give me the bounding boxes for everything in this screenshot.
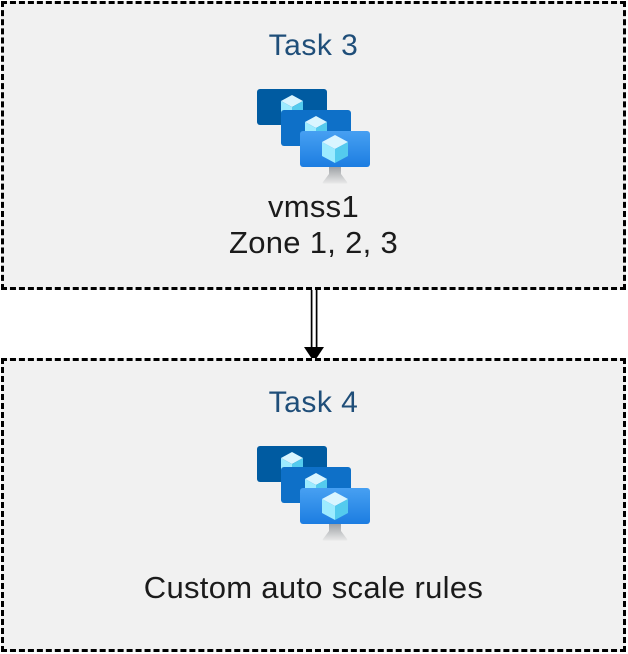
task4-caption-line-1: Custom auto scale rules [143, 570, 484, 605]
task3-caption: vmss1 Zone 1, 2, 3 [229, 189, 398, 261]
connector-arrow [304, 290, 324, 362]
task4-box: Task 4 Custom auto scale rules [1, 358, 626, 652]
task3-caption-line-1: vmss1 [267, 189, 360, 224]
task3-title: Task 3 [268, 29, 359, 62]
vm-scale-sets-icon [256, 446, 370, 541]
monitor-stand [322, 167, 347, 184]
task3-box: Task 3 vmss1 Zone 1, 2, 3 [1, 1, 626, 290]
task3-caption-line-2: Zone 1, 2, 3 [228, 225, 399, 260]
task4-title: Task 4 [268, 386, 359, 419]
task4-caption: Custom auto scale rules [144, 570, 483, 606]
arrow-head [304, 347, 324, 362]
cube-front [321, 492, 348, 520]
cube-front [321, 135, 348, 163]
vm-scale-sets-icon [256, 89, 370, 184]
monitor-stand [322, 524, 347, 541]
